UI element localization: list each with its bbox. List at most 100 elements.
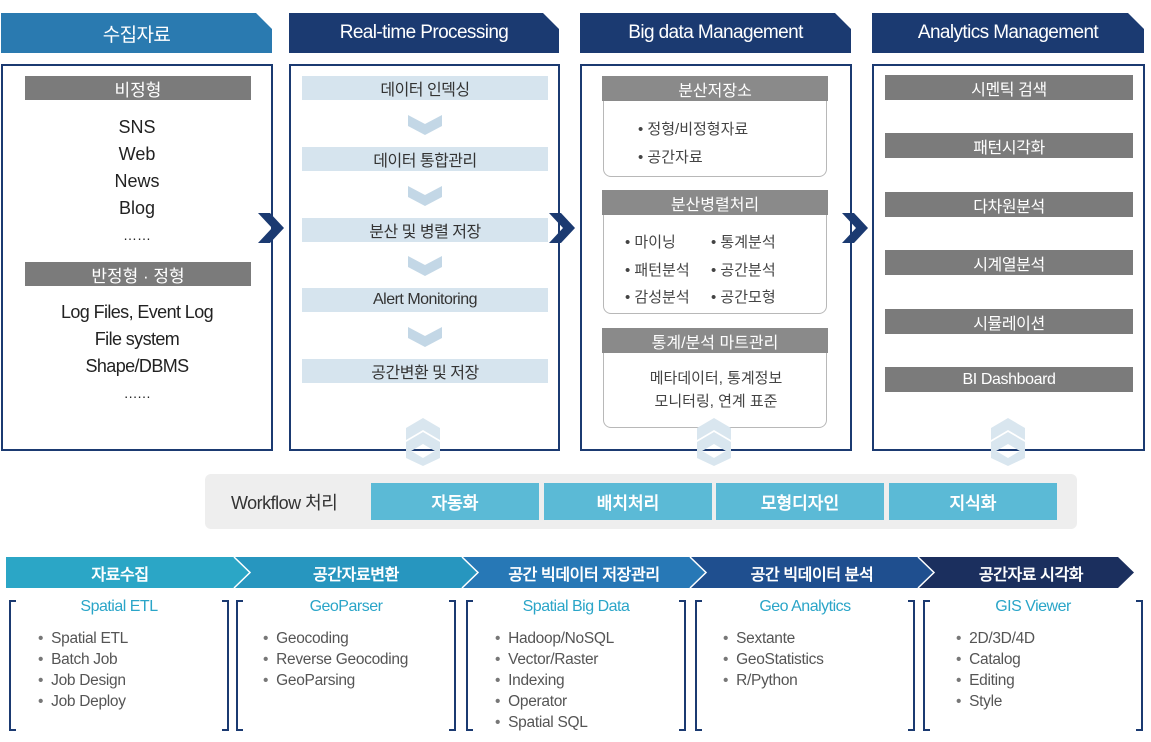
collection-title: 수집자료 [102,24,171,46]
analytics-item: 시멘틱 검색 [885,75,1133,100]
process-step: 공간변환 및 저장 [302,359,548,383]
mart-line: 모니터링, 연계 표준 [654,393,778,410]
process-step: Alert Monitoring [302,288,548,312]
processing-box: 분산병렬처리 • 마이닝 • 통계분석 • 패턴분석 • 공간분석 • 감성분석… [602,190,828,314]
storage-title: 분산저장소 [602,76,828,101]
double-chevron-down-icon [991,418,1025,466]
processing-item-text: 마이닝 [634,234,676,251]
mart-line: 메타데이터, 통계정보 [649,370,783,387]
analytics-item: 시뮬레이션 [885,309,1133,334]
pipeline-stage-label: 공간 빅데이터 분석 [750,566,874,584]
analytics-item: 시계열분석 [885,250,1133,275]
chevron-down-icon [408,327,442,347]
processing-title: 분산병렬처리 [602,190,828,215]
process-step: 데이터 인덱싱 [302,76,548,100]
storage-item-text: 정형/비정형자료 [647,121,749,138]
bigdata-panel: 분산저장소 • 정형/비정형자료 • 공간자료 분산병렬처리 • 마이닝 • 통… [580,64,852,451]
pipeline-stage-title: Spatial Big Data [522,598,630,615]
double-chevron-down-icon [697,418,731,466]
bracket-frame [466,600,686,731]
bigdata-title: Big data Management [628,22,803,43]
structured-label: 반정형 · 정형 [25,262,251,286]
pipeline-stage-list: 2D/3D/4D Catalog Editing Style [956,628,1035,712]
pipeline-stage-list: Hadoop/NoSQL Vector/Raster Indexing Oper… [495,628,614,733]
storage-item-text: 공간자료 [647,149,703,166]
processing-item-text: 감성분석 [634,289,690,306]
unstructured-list: SNS Web News Blog …… [3,114,271,249]
list-item: Geocoding [263,628,408,649]
source-item: File system [94,329,180,349]
processing-item-text: 통계분석 [720,234,776,251]
workflow-bar: Workflow 처리 자동화 배치처리 모형디자인 지식화 [205,474,1077,529]
processing-item-text: 공간모형 [720,289,776,306]
list-item: Vector/Raster [495,649,614,670]
pipeline-stage-label: 공간자료변환 [313,566,399,584]
chevron-down-icon [408,256,442,276]
list-item: Job Design [38,670,128,691]
list-item: GeoStatistics [723,649,824,670]
realtime-panel: 데이터 인덱싱 데이터 통합관리 분산 및 병렬 저장 Alert Monito… [289,64,560,451]
list-item: GeoParsing [263,670,408,691]
bracket-frame [923,600,1143,731]
processing-item: • 감성분석 [625,289,690,306]
mart-box: 통계/분석 마트관리 메타데이터, 통계정보 모니터링, 연계 표준 [602,328,828,428]
process-step: 데이터 통합관리 [302,147,548,171]
right-arrow-icon [549,213,575,243]
list-item: 2D/3D/4D [956,628,1035,649]
source-item: Web [118,144,156,164]
list-item: Operator [495,691,614,712]
pipeline-stage-label: 공간자료 시각화 [978,566,1084,584]
processing-item: • 패턴분석 [625,262,690,279]
storage-box: 분산저장소 • 정형/비정형자료 • 공간자료 [602,76,828,177]
process-step: 분산 및 병렬 저장 [302,218,548,242]
pipeline-stage-title: GIS Viewer [995,598,1071,615]
list-item: Job Deploy [38,691,128,712]
workflow-batch: 배치처리 [544,483,712,520]
processing-item-text: 패턴분석 [634,262,690,279]
analytics-item: 패턴시각화 [885,133,1133,158]
unstructured-label: 비정형 [25,76,251,100]
list-item: Catalog [956,649,1035,670]
double-chevron-down-icon [406,418,440,466]
pipeline-band [6,557,1134,588]
list-item: Style [956,691,1035,712]
source-item: …… [123,227,151,243]
source-item: Log Files, Event Log [60,302,214,322]
bracket-frame [9,600,229,731]
source-item: News [114,171,160,191]
source-item: Shape/DBMS [85,356,189,376]
workflow-automation: 자동화 [371,483,539,520]
chevron-down-icon [408,186,442,206]
pipeline-stage-label: 자료수집 [91,566,149,584]
list-item: Indexing [495,670,614,691]
right-arrow-icon [258,213,284,243]
processing-item: • 공간모형 [711,289,776,306]
pipeline-stage-list: Geocoding Reverse Geocoding GeoParsing [263,628,408,691]
workflow-label: Workflow 처리 [231,493,338,513]
pipeline-stage-title: GeoParser [309,598,383,615]
pipeline-stage-list: Sextante GeoStatistics R/Python [723,628,824,691]
analytics-title: Analytics Management [917,22,1099,43]
pipeline-stage-list: Spatial ETL Batch Job Job Design Job Dep… [38,628,128,712]
list-item: Reverse Geocoding [263,649,408,670]
list-item: Hadoop/NoSQL [495,628,614,649]
mart-title: 통계/분석 마트관리 [602,328,828,353]
bracket-frame [236,600,456,731]
structured-list: Log Files, Event Log File system Shape/D… [3,299,271,407]
right-arrow-icon [842,213,868,243]
realtime-header: Real-time Processing [289,13,559,53]
analytics-panel: 시멘틱 검색 패턴시각화 다차원분석 시계열분석 시뮬레이션 BI Dashbo… [872,64,1145,451]
collection-header: 수집자료 [1,13,272,53]
processing-item-text: 공간분석 [720,262,776,279]
collection-panel: 비정형 SNS Web News Blog …… 반정형 · 정형 Log Fi… [1,64,273,451]
list-item: Batch Job [38,649,128,670]
storage-item: • 정형/비정형자료 [638,121,749,138]
list-item: Sextante [723,628,824,649]
storage-item: • 공간자료 [638,149,703,166]
pipeline-stage-title: Geo Analytics [759,598,851,615]
source-item: SNS [118,117,156,137]
analytics-item: BI Dashboard [885,367,1133,392]
processing-item: • 통계분석 [711,234,776,251]
bracket-frame [695,600,915,731]
processing-item: • 공간분석 [711,262,776,279]
